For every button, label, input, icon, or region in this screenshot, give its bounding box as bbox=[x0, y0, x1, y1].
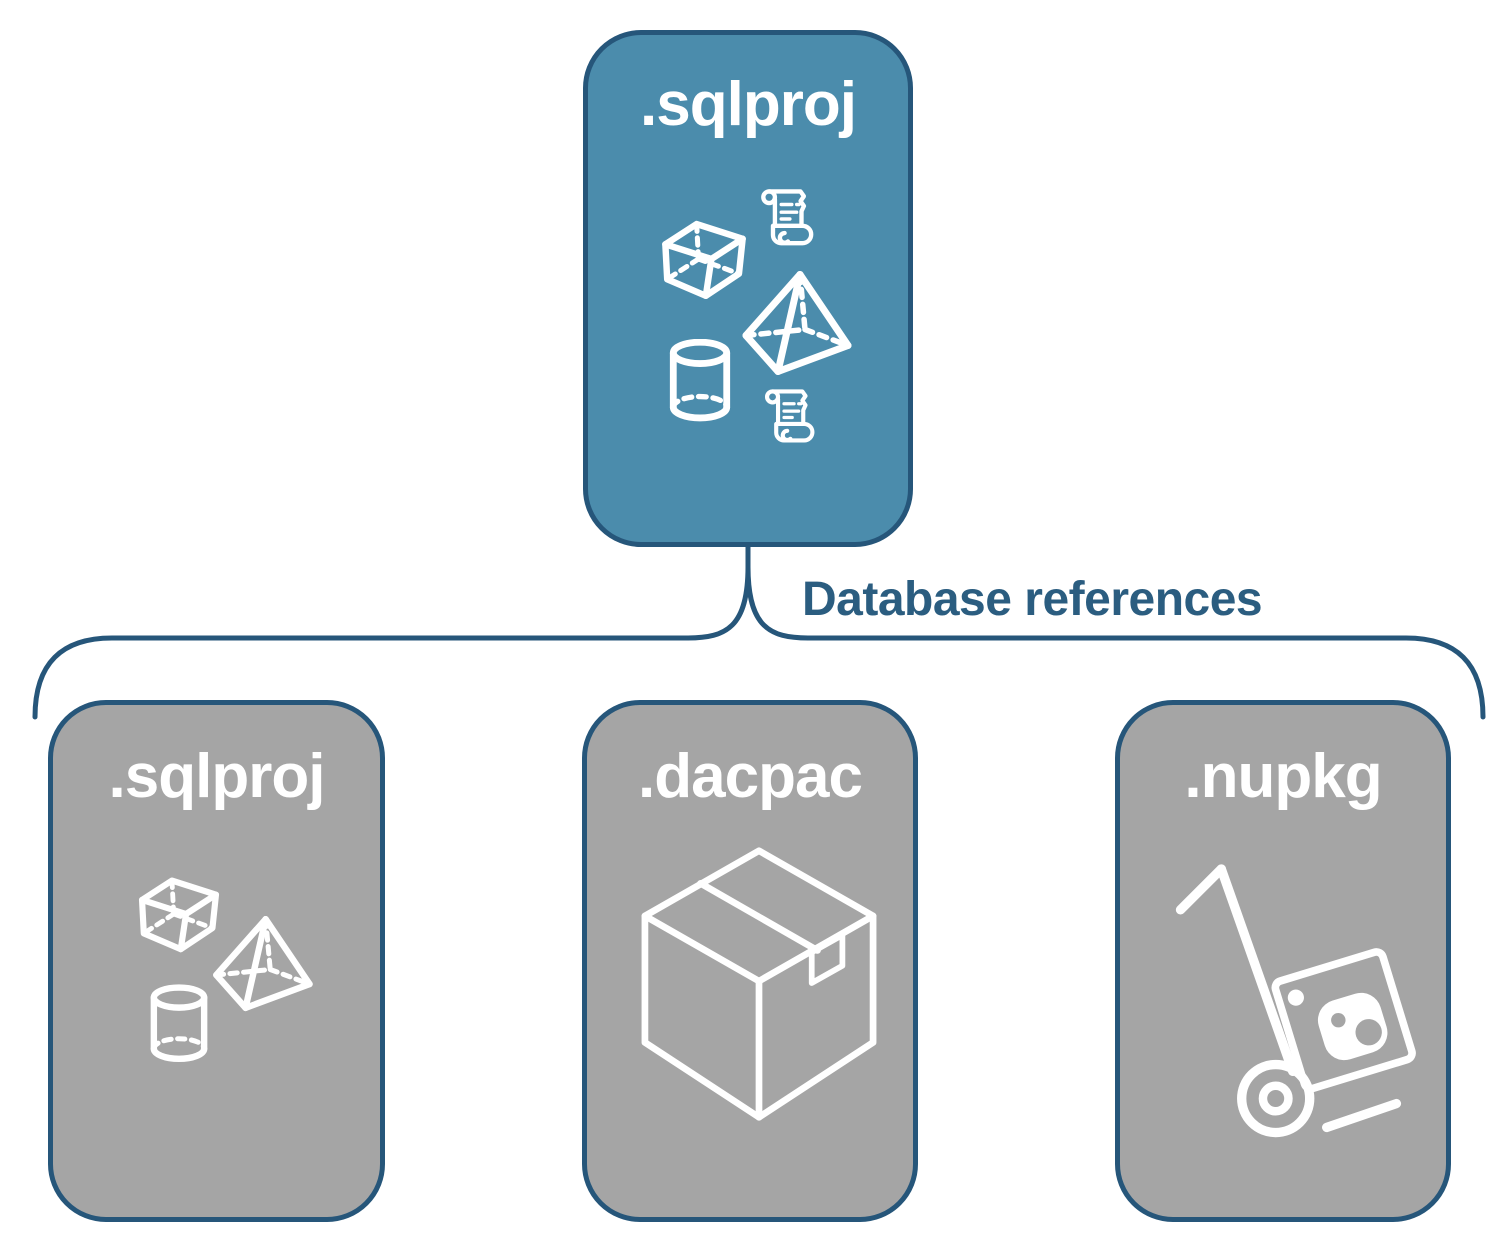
child-node-label: .sqlproj bbox=[108, 742, 326, 811]
brace-connector bbox=[32, 545, 1486, 720]
cylinder-icon bbox=[154, 988, 204, 1059]
child-node-label: .nupkg bbox=[1184, 742, 1382, 811]
package-box-icon bbox=[645, 851, 873, 1117]
curly-brace bbox=[32, 566, 1486, 720]
sqlproj-icon-cluster bbox=[135, 870, 347, 1075]
edge-label: Database references bbox=[802, 573, 1263, 626]
pyramid-icon bbox=[746, 275, 848, 372]
child-node-dacpac: .dacpac bbox=[582, 700, 918, 1222]
root-icon-cluster bbox=[658, 187, 870, 452]
scroll-icon bbox=[767, 391, 812, 440]
child-node-sqlproj: .sqlproj bbox=[48, 700, 385, 1222]
root-node-sqlproj: .sqlproj bbox=[583, 30, 913, 547]
scroll-icon bbox=[763, 191, 811, 243]
child-node-nupkg: .nupkg bbox=[1115, 700, 1451, 1222]
pyramid-icon bbox=[216, 919, 309, 1008]
child-node-label: .dacpac bbox=[638, 742, 863, 811]
cube-icon bbox=[665, 224, 742, 296]
cylinder-icon bbox=[673, 342, 726, 418]
root-node-label: .sqlproj bbox=[640, 70, 857, 139]
dacpac-icon-cluster bbox=[639, 845, 879, 1123]
hand-truck-icon bbox=[1181, 869, 1414, 1133]
cube-icon bbox=[142, 881, 216, 950]
nupkg-icon-cluster bbox=[1172, 857, 1427, 1142]
